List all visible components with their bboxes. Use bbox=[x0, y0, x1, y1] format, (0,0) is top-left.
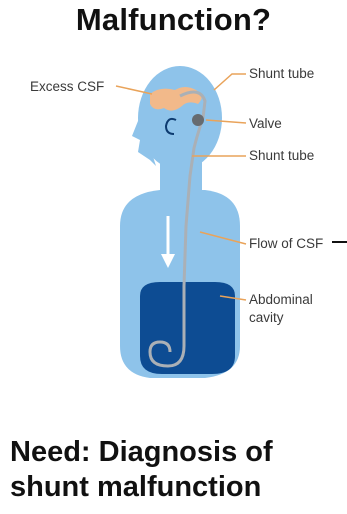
label-excess-csf: Excess CSF bbox=[30, 79, 104, 94]
footer-line-1: Need: Diagnosis of bbox=[10, 435, 347, 470]
label-shunt-tube-mid: Shunt tube bbox=[249, 148, 314, 163]
footer-line-2: shunt malfunction bbox=[10, 470, 347, 505]
label-valve: Valve bbox=[249, 116, 282, 131]
page-title: Malfunction? bbox=[0, 2, 347, 38]
shunt-diagram: Excess CSF Shunt tube Valve Shunt tube F… bbox=[0, 56, 347, 392]
label-flow-of-csf: Flow of CSF bbox=[249, 236, 323, 251]
valve-icon bbox=[192, 114, 204, 126]
label-abdominal: Abdominal bbox=[249, 292, 313, 307]
footer-heading: Need: Diagnosis of shunt malfunction bbox=[10, 435, 347, 505]
label-shunt-tube-top: Shunt tube bbox=[249, 66, 314, 81]
label-cavity: cavity bbox=[249, 310, 284, 325]
